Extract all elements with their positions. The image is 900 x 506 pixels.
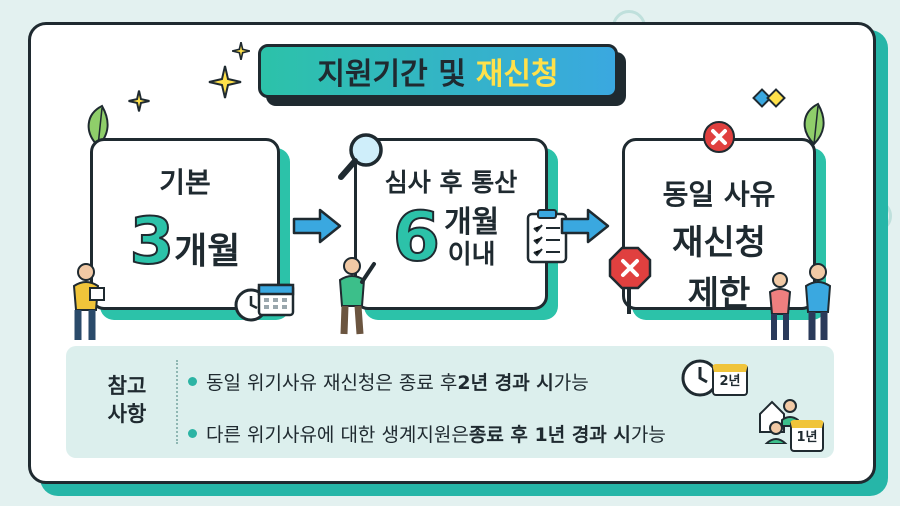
calendar-icon [257, 283, 295, 317]
card-subtext: 이내 [447, 240, 496, 270]
clock-icon [681, 359, 719, 397]
reference-item: 동일 위기사유 재신청은 종료 후 2년 경과 시 가능 [188, 368, 589, 395]
arrow-right-icon [560, 208, 610, 244]
sparkle-icon [128, 90, 150, 112]
card-big-suffix: 개월 [174, 231, 241, 272]
reference-label: 참고 사항 [107, 374, 147, 426]
calendar-badge: 1년 [796, 430, 818, 445]
people-icon [759, 399, 799, 444]
bullet [188, 429, 197, 438]
clipboard-icon [526, 209, 568, 264]
calendar-badge: 2년 [719, 374, 741, 389]
person-icon [72, 263, 105, 340]
card-big-number: 6 [392, 198, 441, 277]
x-mark-icon [703, 121, 735, 153]
title-text: 지원기간 및 [317, 57, 466, 92]
title-banner: 지원기간 및 재신청 [258, 44, 628, 106]
sparkle-icon [232, 42, 250, 60]
card-line3: 제한 [687, 274, 751, 314]
card-heading: 심사 후 통산 [384, 168, 518, 197]
stop-sign-icon [608, 246, 652, 314]
divider [176, 360, 178, 444]
person-icon [338, 257, 376, 335]
diamond-icon [752, 88, 786, 108]
card-big-suffix: 개월 [444, 205, 500, 240]
calendar-icon: 2년 [712, 364, 748, 396]
card-extended-period: 심사 후 통산 6 개월 이내 [354, 138, 548, 310]
person-icon [768, 263, 832, 340]
leaf-icon [803, 102, 825, 146]
card-heading: 기본 [159, 166, 211, 199]
title-highlight: 재신청 [475, 57, 559, 92]
calendar-icon: 1년 [790, 420, 824, 452]
bullet [188, 377, 197, 386]
reference-item: 다른 위기사유에 대한 생계지원은 종료 후 1년 경과 시 가능 [188, 420, 666, 447]
card-line2: 재신청 [672, 223, 766, 263]
sparkle-icon [208, 65, 242, 99]
card-heading: 동일 사유 [662, 178, 776, 211]
card-basic-period: 기본 3개월 [90, 138, 280, 310]
card-big-number: 3 [129, 204, 176, 280]
arrow-right-icon [292, 208, 342, 244]
magnifier-icon [338, 133, 383, 180]
